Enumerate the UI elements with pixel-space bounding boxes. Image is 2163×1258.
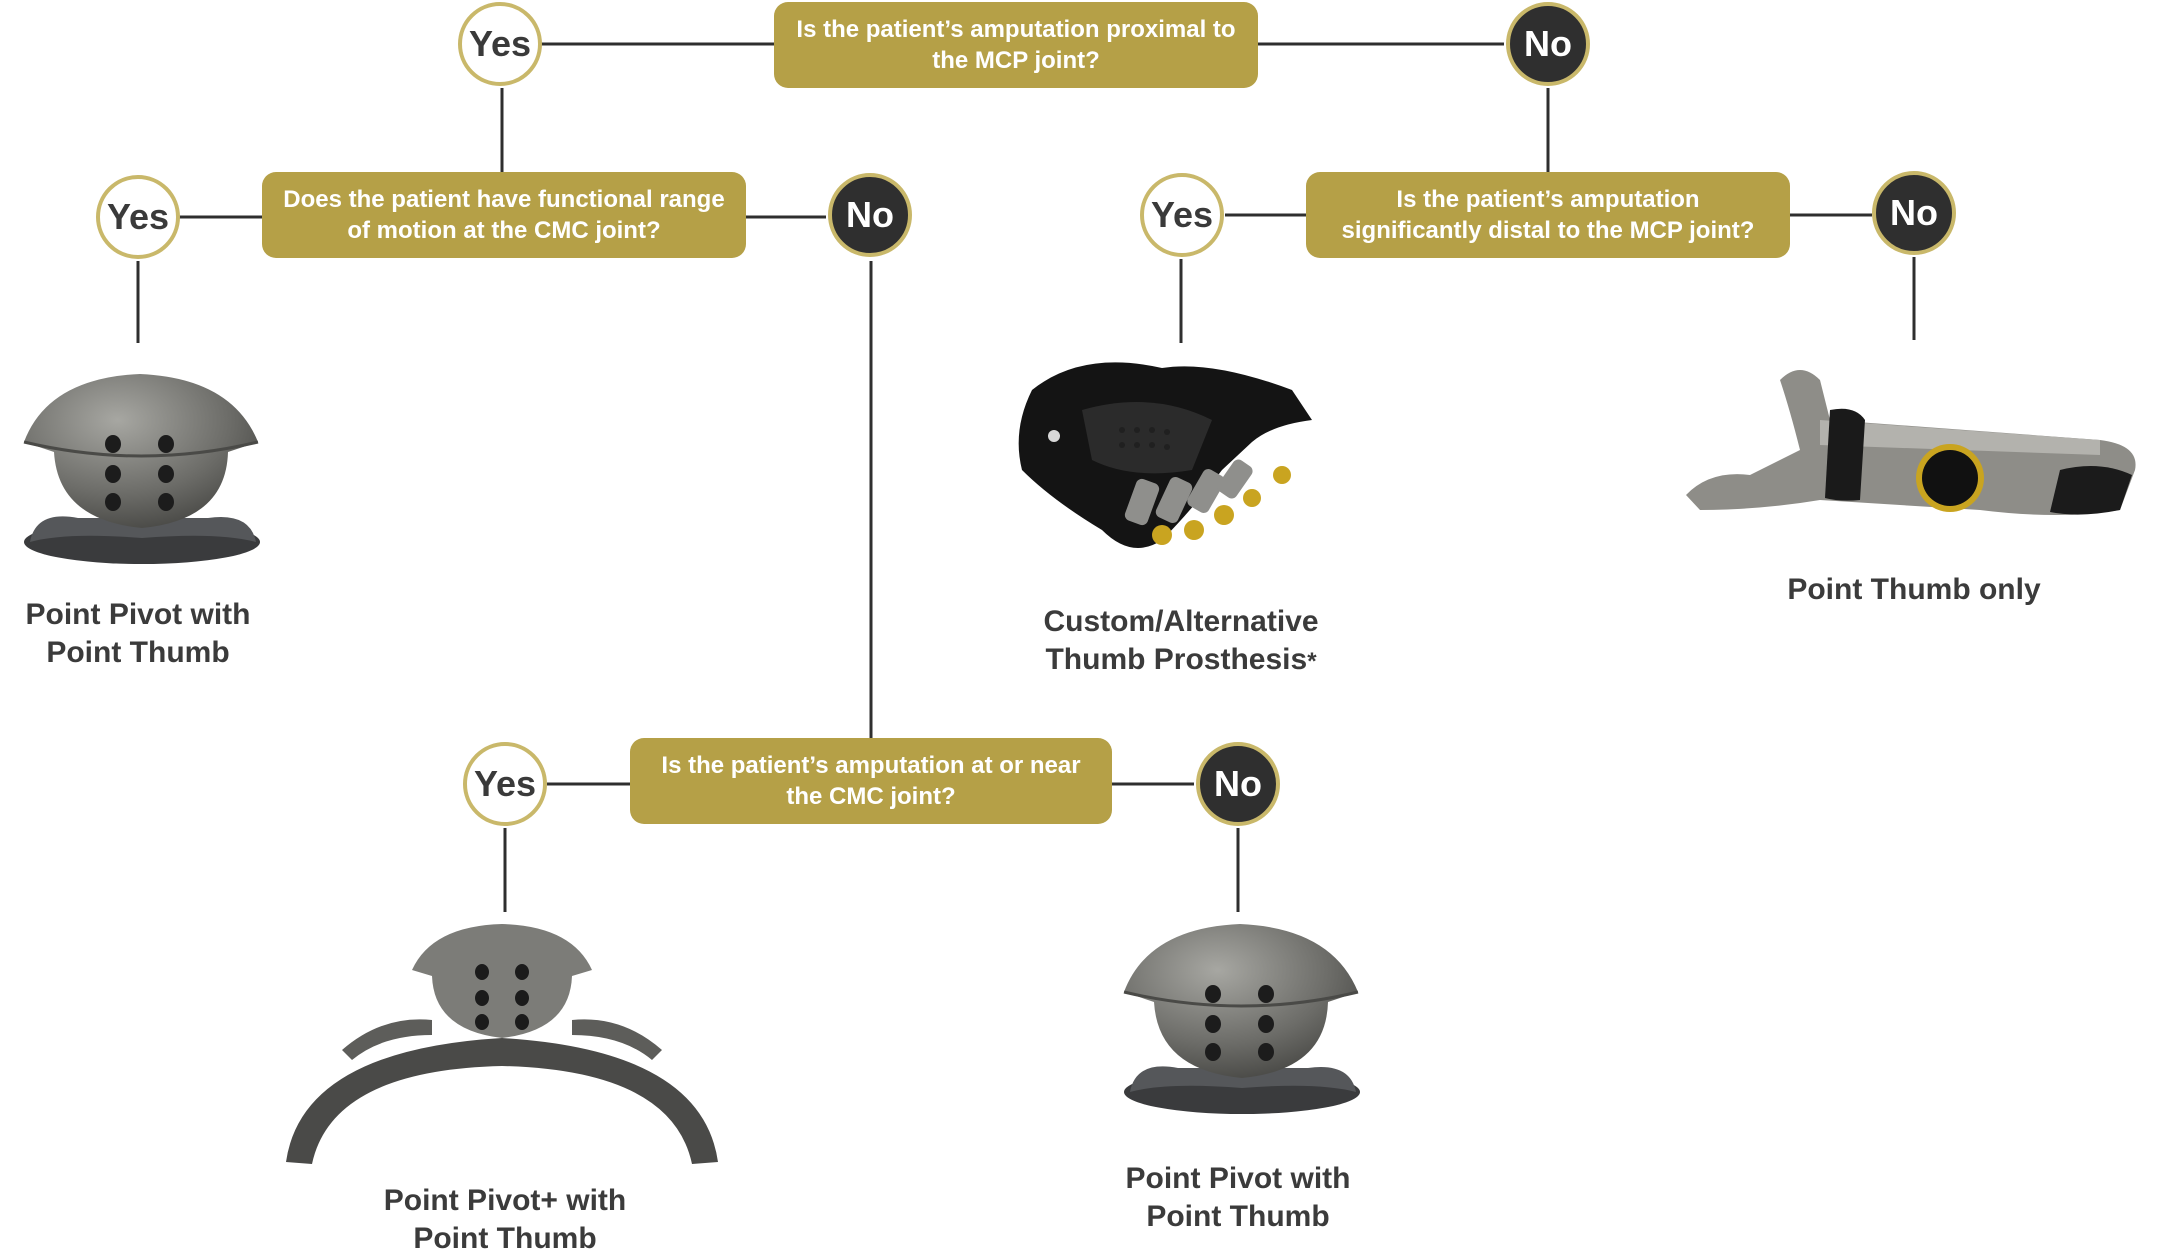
answer-no: No [1872, 171, 1956, 255]
answer-yes: Yes [1140, 173, 1224, 257]
outcome-point-thumb-only: Point Thumb only [1787, 573, 2041, 606]
question-mcp-proximal: Is the patient’s amputation proximal to … [774, 2, 1258, 88]
outcome-point-pivot-with-point-thumb: Point Pivot with Point Thumb [25, 598, 251, 669]
answer-no: No [828, 173, 912, 257]
outcome-custom-alternative-thumb: Custom/Alternative Thumb Prosthesis* [1021, 603, 1341, 681]
answer-yes: Yes [96, 175, 180, 259]
question-distal-to-mcp: Is the patient’s amputation significantl… [1306, 172, 1790, 258]
outcome-label: Custom/Alternative Thumb Prosthesis [1043, 605, 1319, 676]
point-pivot-image [1123, 924, 1360, 1114]
answer-yes: Yes [463, 742, 547, 826]
answer-yes: Yes [458, 2, 542, 86]
outcome-point-pivot-with-point-thumb: Point Pivot with Point Thumb [1125, 1162, 1351, 1233]
question-at-or-near-cmc: Is the patient’s amputation at or near t… [630, 738, 1112, 824]
footnote-asterisk: * [1307, 648, 1317, 675]
answer-no: No [1196, 742, 1280, 826]
point-pivot-plus-image [286, 924, 718, 1164]
question-cmc-range-of-motion: Does the patient have functional range o… [262, 172, 746, 258]
point-thumb-image [1686, 370, 2136, 515]
point-pivot-image [23, 374, 260, 564]
answer-no: No [1506, 2, 1590, 86]
outcome-point-pivot-plus-with-point-thumb: Point Pivot+ with Point Thumb [383, 1184, 627, 1255]
custom-thumb-prosthesis-image [1018, 362, 1312, 548]
